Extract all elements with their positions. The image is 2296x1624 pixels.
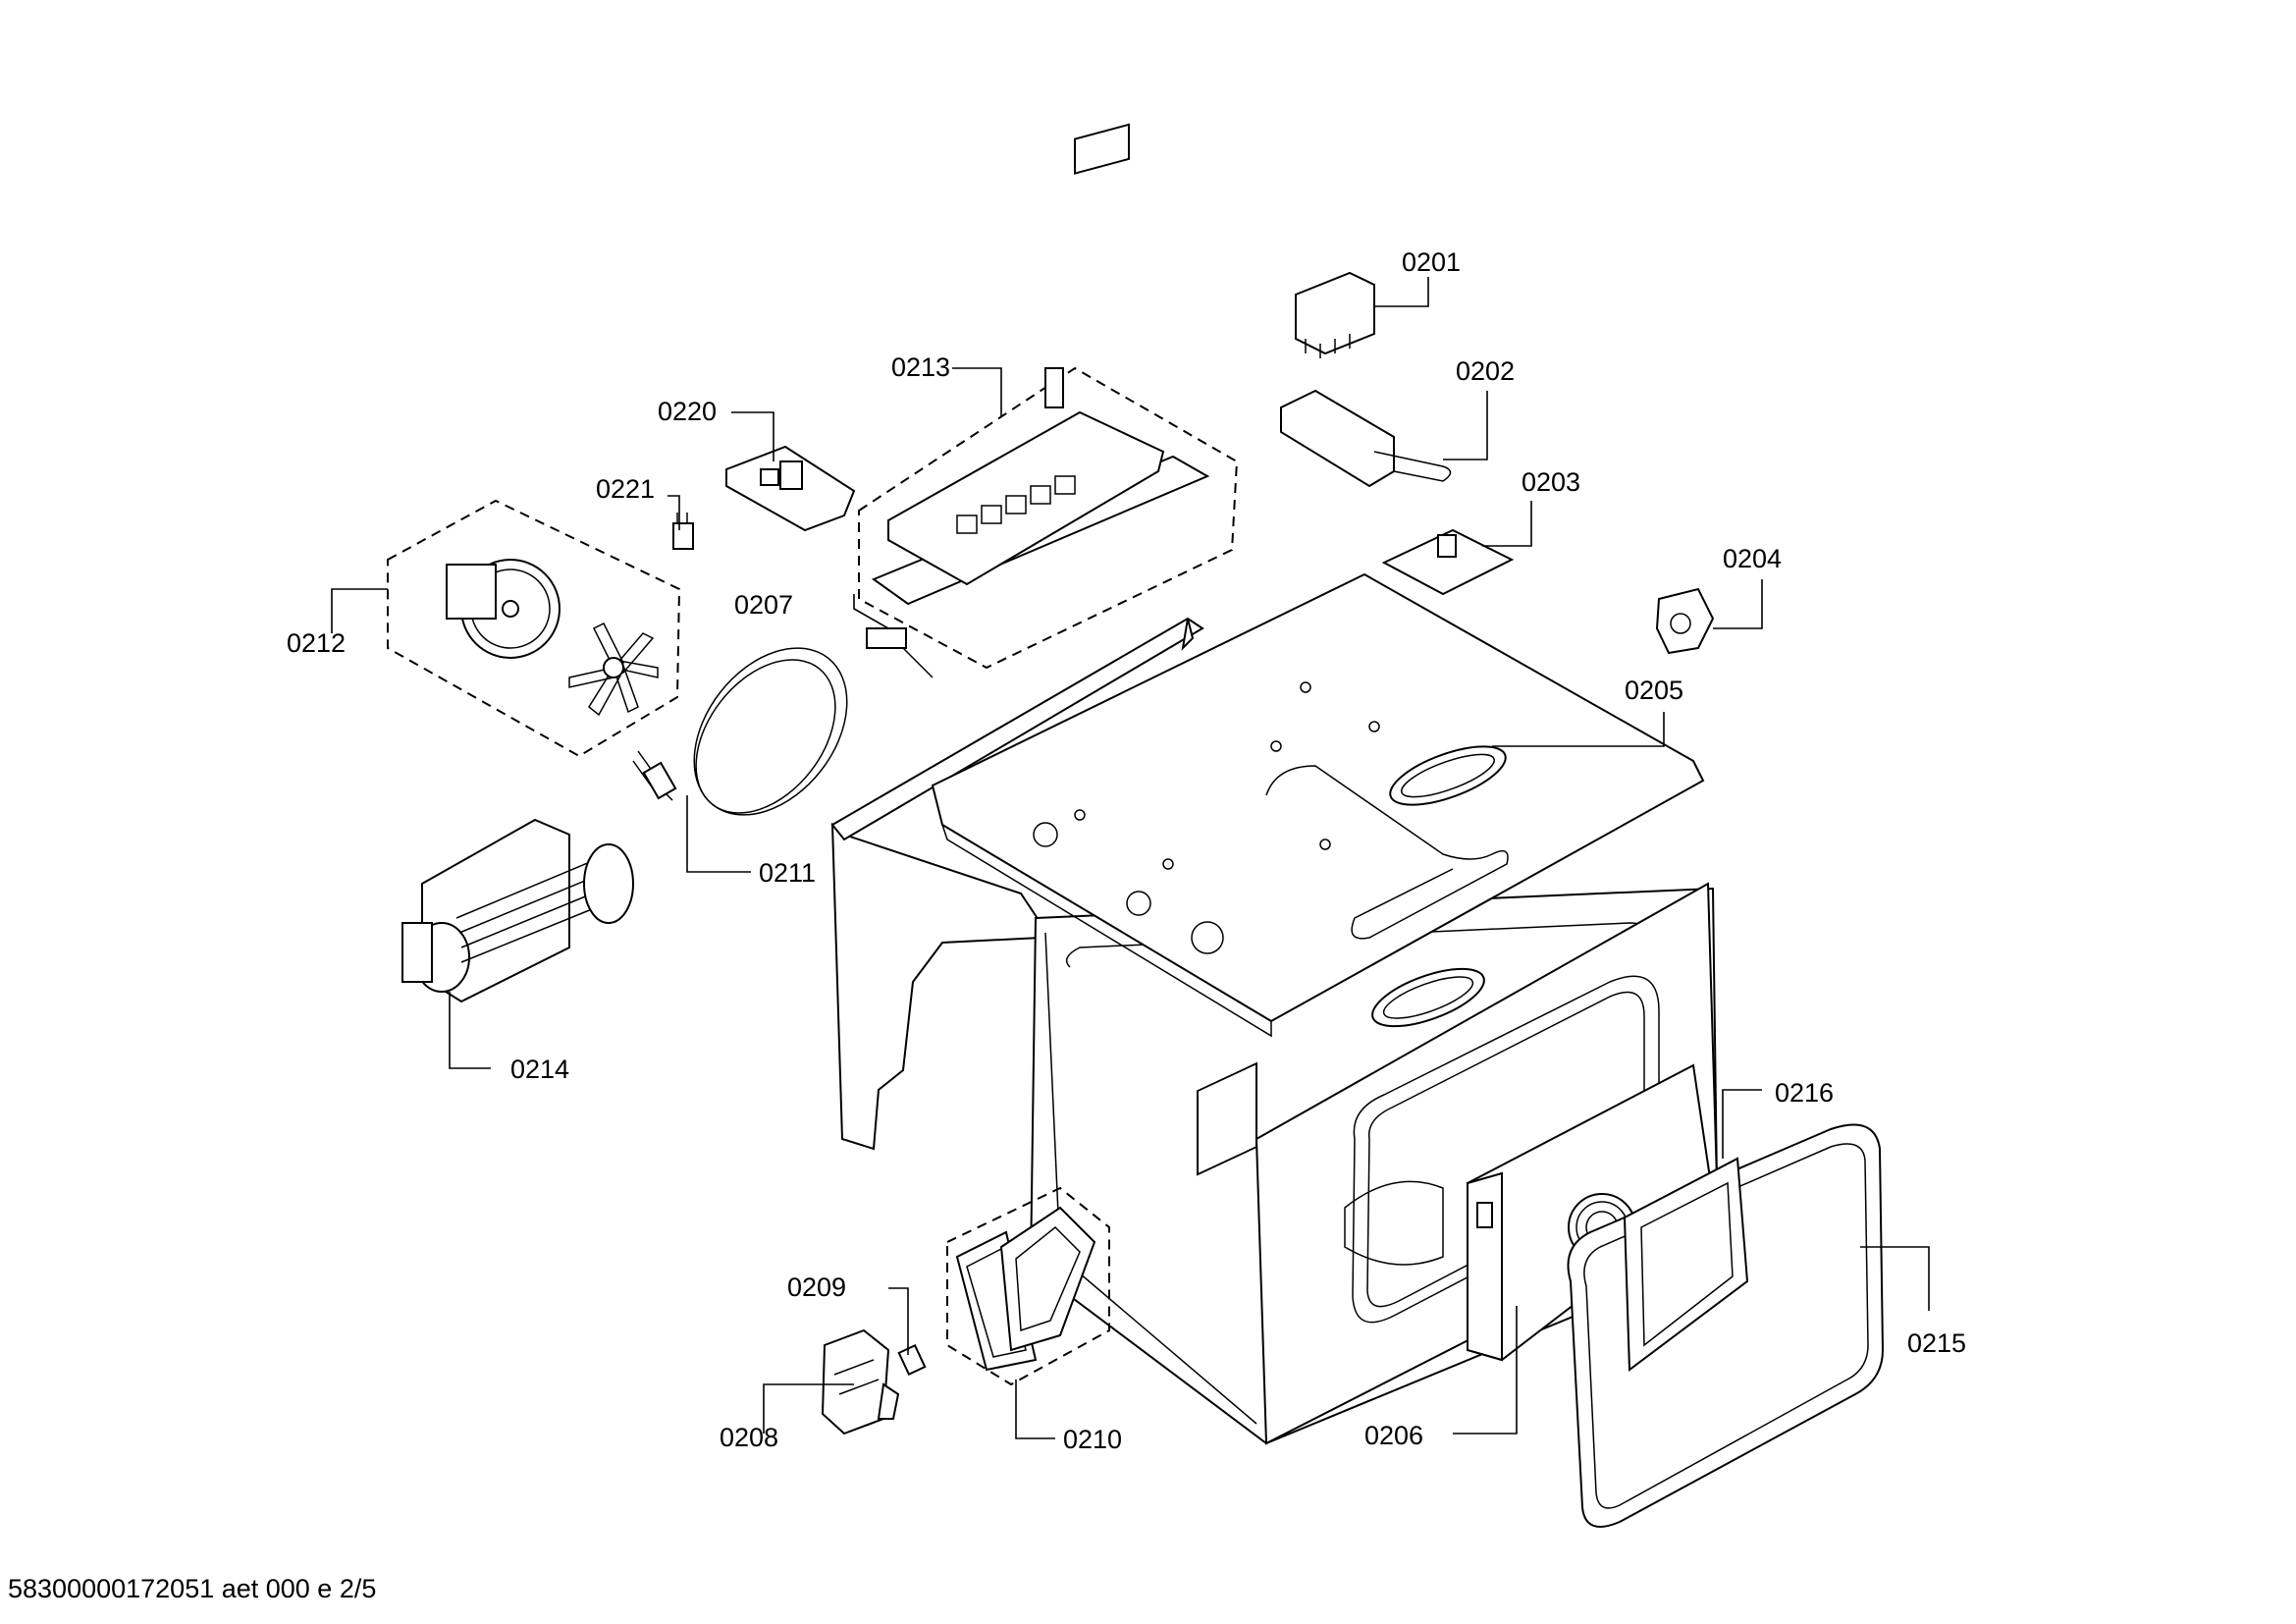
part-0214-blower	[401, 818, 634, 1003]
part-0203-switch-plate	[1381, 528, 1515, 596]
part-labels: 0201 0202 0203 0204 0205 0206 0207 0208 …	[287, 247, 1966, 1454]
part-0216-grille	[1623, 1157, 1749, 1372]
part-0204-lamp-socket	[1655, 587, 1715, 655]
label-0201: 0201	[1402, 247, 1461, 277]
part-0210-gasket	[946, 1186, 1110, 1386]
part-0208-lamp-holder	[821, 1328, 900, 1435]
label-0211: 0211	[759, 858, 816, 888]
label-0213: 0213	[891, 352, 950, 382]
part-0206-rear-panel	[1467, 1063, 1715, 1362]
part-0221-switch	[672, 513, 694, 550]
label-0212: 0212	[287, 628, 346, 658]
label-0216: 0216	[1775, 1078, 1834, 1108]
part-0202-lever	[1280, 389, 1452, 488]
label-0208: 0208	[720, 1423, 778, 1452]
label-0202: 0202	[1456, 356, 1515, 386]
label-0220: 0220	[658, 397, 717, 426]
label-0209: 0209	[787, 1272, 846, 1302]
part-0207-sensor	[866, 627, 934, 678]
part-0212-fan-motor	[387, 499, 681, 758]
part-0220-filter	[725, 445, 856, 532]
part-0211-heating-element	[632, 647, 848, 816]
document-id-footer: 58300000172051 aet 000 e 2/5	[8, 1574, 377, 1603]
label-0203: 0203	[1522, 467, 1580, 497]
label-0204: 0204	[1723, 544, 1782, 573]
label-0210: 0210	[1063, 1425, 1122, 1454]
label-0215: 0215	[1907, 1328, 1966, 1358]
label-0214: 0214	[510, 1055, 569, 1084]
label-0206: 0206	[1364, 1421, 1423, 1450]
part-0213-control-board	[858, 123, 1239, 670]
leader-lines	[331, 277, 1930, 1439]
part-0209-bulb	[897, 1343, 927, 1377]
part-0201-relay	[1295, 271, 1375, 358]
label-0205: 0205	[1625, 676, 1683, 705]
label-0207: 0207	[734, 590, 793, 620]
label-0221: 0221	[596, 474, 655, 504]
